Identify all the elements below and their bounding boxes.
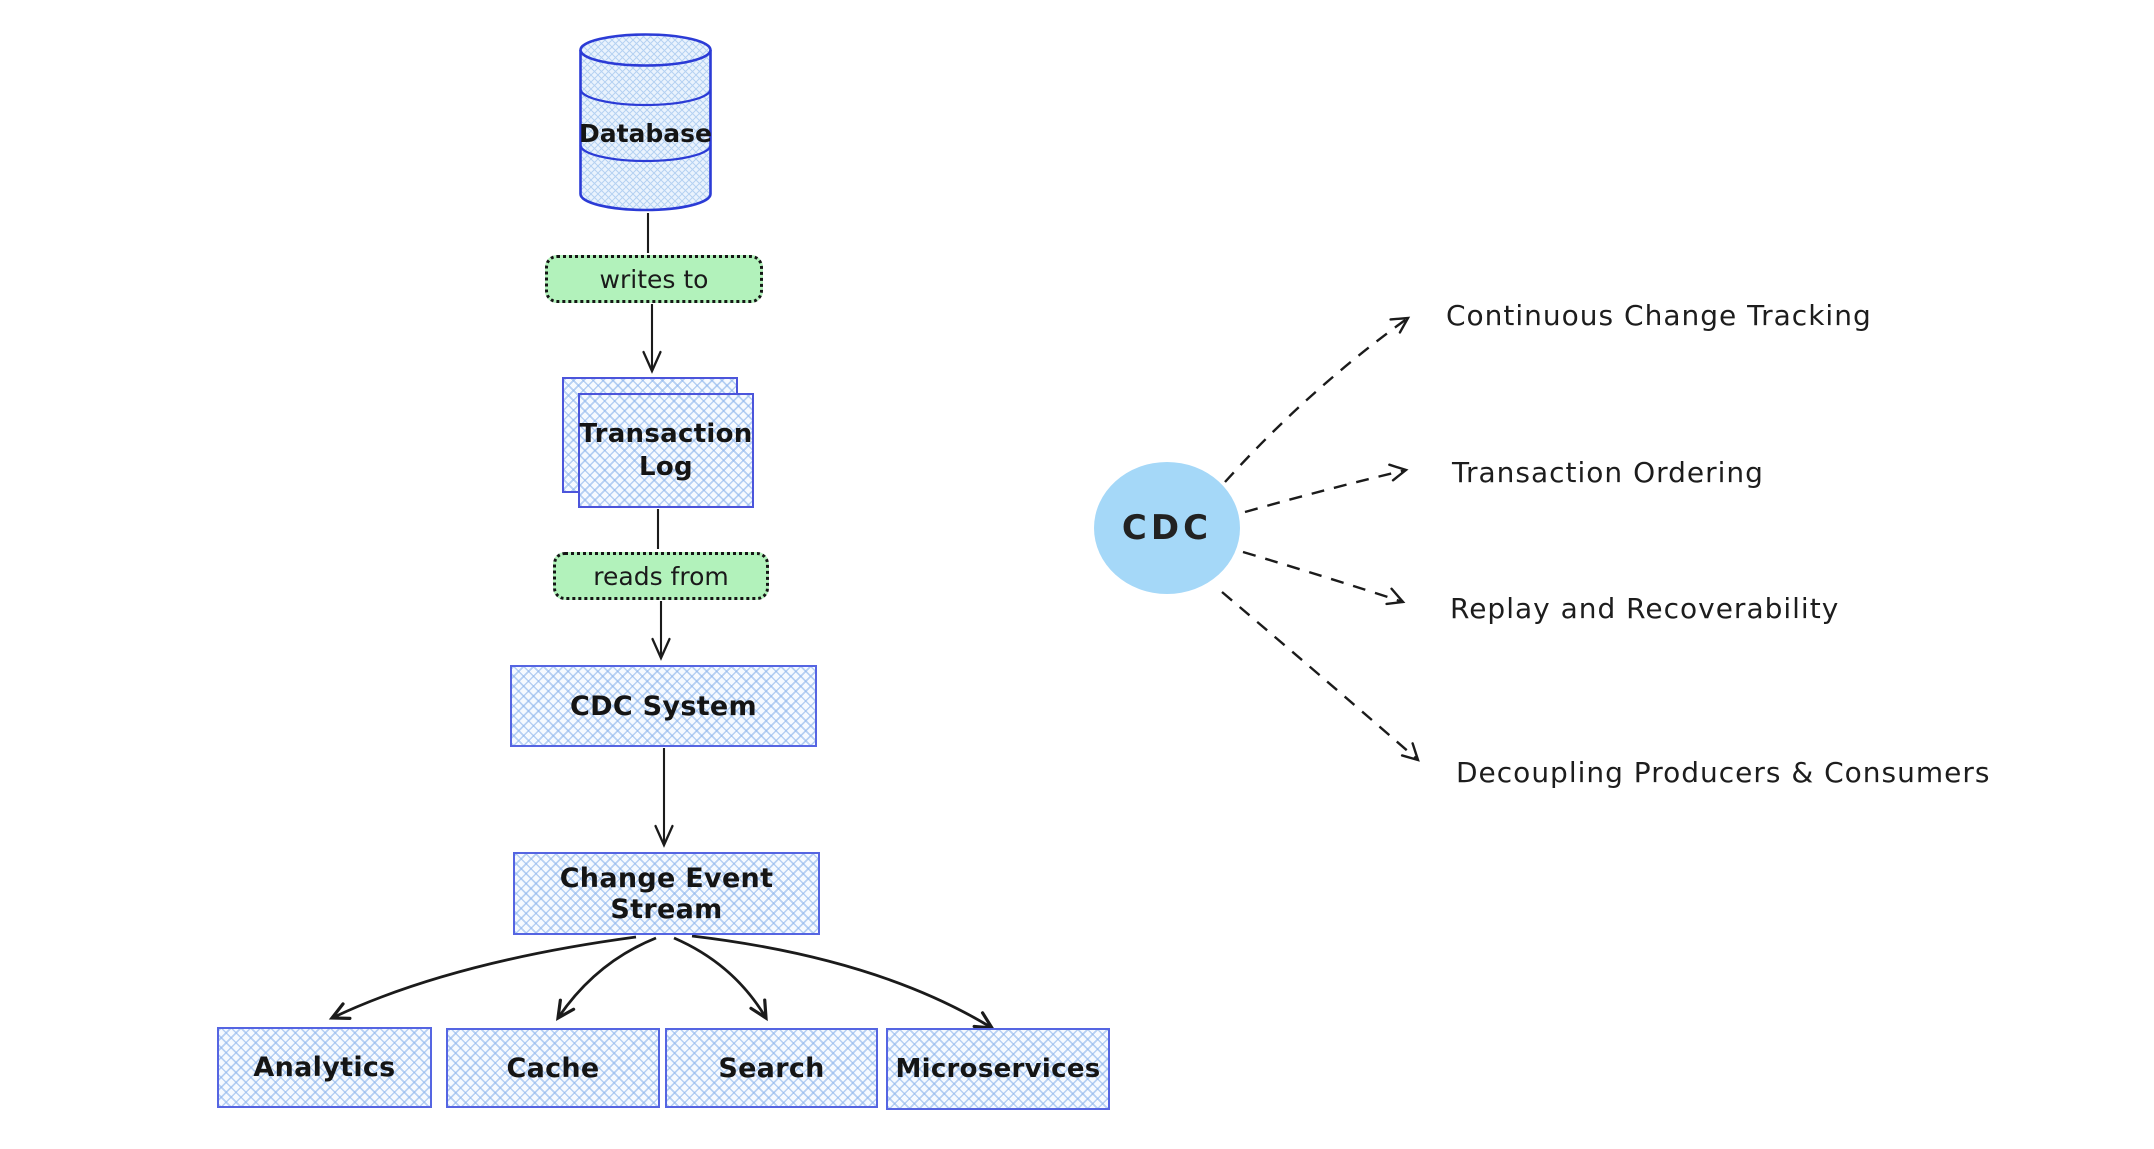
arrow-hub-to-decoupling [1221,591,1420,762]
consumer-node-microservices: Microservices [886,1028,1110,1110]
cdc-hub-circle: CDC [1094,462,1240,594]
writes-to-edge-label: writes to [545,255,763,303]
consumer-node-analytics: Analytics [217,1027,432,1108]
change-event-stream-node: Change Event Stream [513,852,820,935]
consumer-node-search: Search [665,1028,878,1108]
consumer-node-cache: Cache [446,1028,660,1108]
benefit-label-decoupling-producers-consumers: Decoupling Producers & Consumers [1456,756,1991,789]
cdc-hub-label: CDC [1121,508,1213,548]
arrow-hub-to-replay [1242,550,1406,606]
database-cylinder-icon [579,33,712,212]
benefit-label-continuous-change-tracking: Continuous Change Tracking [1446,299,1872,332]
database-node: Database [577,33,714,213]
arrow-stream-to-analytics [328,935,637,1020]
transaction-log-label: Transaction Log [579,419,753,482]
arrow-hub-to-continuous-tracking [1224,316,1411,483]
cdc-system-node: CDC System [510,665,817,747]
reads-from-edge-label: reads from [553,552,769,600]
cdc-system-label: CDC System [570,690,757,722]
consumer-label: Search [718,1052,825,1084]
consumer-label: Cache [506,1052,600,1084]
benefit-label-replay-and-recoverability: Replay and Recoverability [1450,592,1840,625]
arrow-stream-to-microservices [691,934,996,1030]
arrow-stream-to-cache [555,936,657,1021]
consumer-label: Analytics [253,1052,396,1083]
transaction-log-node: Transaction Log [578,393,754,508]
database-label: Database [578,119,713,148]
arrow-stream-to-search [673,936,768,1022]
consumer-label: Microservices [895,1054,1101,1084]
arrow-hub-to-transaction-ordering [1244,463,1409,514]
benefit-label-transaction-ordering: Transaction Ordering [1452,456,1764,489]
change-event-stream-label: Change Event Stream [559,862,774,925]
